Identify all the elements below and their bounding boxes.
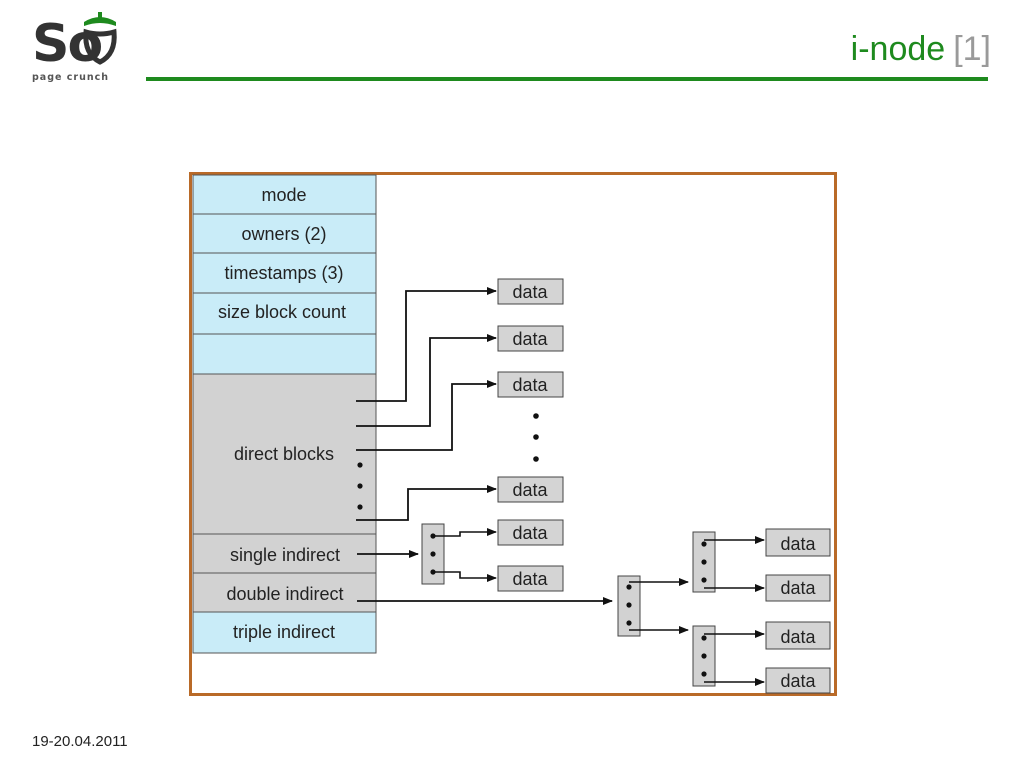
footer-date: 19-20.04.2011 xyxy=(32,733,128,750)
double-indirect-chain xyxy=(357,531,765,687)
label-double-indirect: double indirect xyxy=(226,584,343,604)
logo-wordmark: So xyxy=(32,14,103,74)
logo-tagline: page crunch xyxy=(32,72,109,83)
data-block: data xyxy=(497,371,564,398)
page-crunch-logo: So page crunch xyxy=(28,12,124,86)
slide-title-text: i-node xyxy=(850,30,946,68)
slide-title-part: [1] xyxy=(953,30,991,68)
direct-pointers xyxy=(356,287,497,521)
label-triple-indirect: triple indirect xyxy=(233,622,335,642)
label-owners: owners (2) xyxy=(241,224,326,244)
data-block: data xyxy=(497,476,564,503)
data-block: data xyxy=(497,519,564,546)
svg-text:data: data xyxy=(780,627,816,647)
svg-text:data: data xyxy=(512,282,548,302)
cell-mode xyxy=(192,174,377,215)
acorn-logo-icon xyxy=(83,12,117,65)
data-block: data xyxy=(497,325,564,352)
data-block: data xyxy=(765,667,831,694)
svg-text:data: data xyxy=(512,480,548,500)
svg-text:data: data xyxy=(780,534,816,554)
data-block: data xyxy=(765,621,831,650)
single-indirect-chain xyxy=(357,523,497,585)
direct-blocks-ellipsis xyxy=(357,462,363,510)
label-mode: mode xyxy=(261,185,306,205)
data-block: data xyxy=(497,565,564,592)
svg-text:data: data xyxy=(512,523,548,543)
label-single-indirect: single indirect xyxy=(230,545,340,565)
cell-triple-indirect xyxy=(192,611,377,654)
data-block: data xyxy=(765,528,831,557)
cell-blank xyxy=(192,333,377,375)
title-rule xyxy=(146,77,988,81)
cell-single-indirect xyxy=(192,533,377,574)
slide-title: i-node[1] xyxy=(851,30,991,69)
label-timestamps: timestamps (3) xyxy=(224,263,343,283)
svg-text:data: data xyxy=(780,671,816,691)
data-block: data xyxy=(765,574,831,602)
data-blocks: data data data data data data data data xyxy=(497,278,831,694)
inode-table: mode owners (2) timestamps (3) size bloc… xyxy=(192,174,377,654)
cell-double-indirect xyxy=(192,572,377,613)
data-block: data xyxy=(497,278,564,305)
svg-text:data: data xyxy=(780,578,816,598)
label-direct-blocks: direct blocks xyxy=(234,444,334,464)
cell-direct-blocks xyxy=(192,373,377,535)
cell-timestamps xyxy=(192,252,377,294)
label-size-block-count: size block count xyxy=(218,302,346,322)
svg-text:data: data xyxy=(512,329,548,349)
data-ellipsis xyxy=(533,413,539,462)
cell-owners xyxy=(192,213,377,254)
cell-size-block-count xyxy=(192,292,377,335)
svg-text:data: data xyxy=(512,569,548,589)
svg-text:data: data xyxy=(512,375,548,395)
